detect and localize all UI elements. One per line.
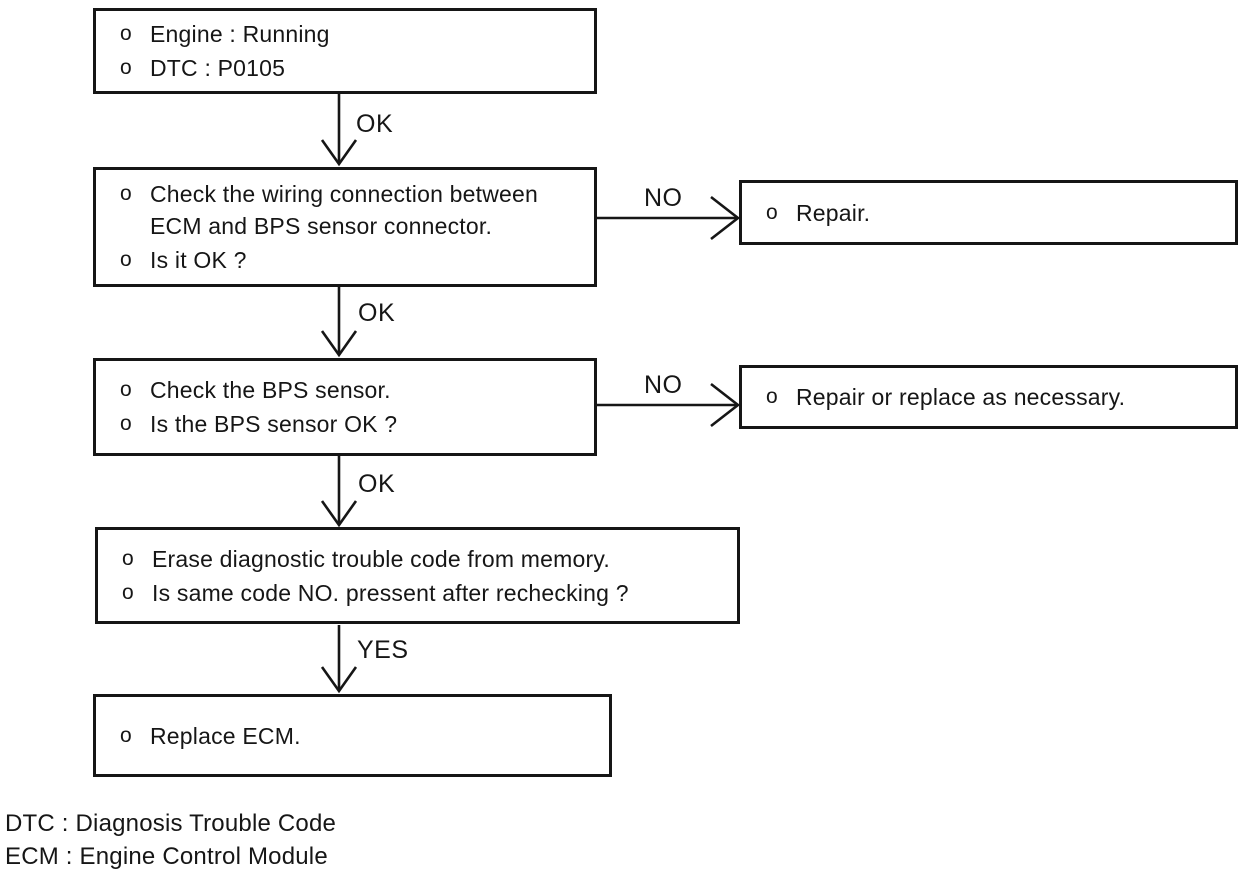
arrow-right-icon xyxy=(595,382,741,428)
bullet-marker: o xyxy=(120,412,132,435)
flow-text: Repair. xyxy=(796,199,871,226)
flow-box-repair-replace: o Repair or replace as necessary. xyxy=(739,365,1238,429)
legend: DTC : Diagnosis Trouble Code ECM : Engin… xyxy=(5,807,336,873)
flow-box-erase-code: o Erase diagnostic trouble code from mem… xyxy=(95,527,740,624)
list-item: o Check the BPS sensor. xyxy=(120,374,586,406)
arrow-down-icon xyxy=(320,94,358,167)
arrow-down-icon xyxy=(320,456,358,528)
list-item: o Check the wiring connection between EC… xyxy=(120,178,586,242)
edge-label-yes: YES xyxy=(357,636,409,664)
flow-text-line: Check the wiring connection between xyxy=(150,181,539,207)
list-item: o Erase diagnostic trouble code from mem… xyxy=(122,543,729,575)
bullet-marker: o xyxy=(120,182,132,205)
arrow-down-icon xyxy=(320,287,358,358)
list-item: o Replace ECM. xyxy=(120,720,601,752)
bullet-marker: o xyxy=(122,580,134,604)
edge-label-ok-1: OK xyxy=(356,110,394,138)
edge-label-no-2: NO xyxy=(644,371,683,399)
arrow-right-icon xyxy=(595,195,741,241)
flow-text: Repair or replace as necessary. xyxy=(796,384,1126,410)
flow-text: Erase diagnostic trouble code from memor… xyxy=(152,545,610,572)
list-item: o Is the BPS sensor OK ? xyxy=(120,408,586,440)
flow-box-check-bps: o Check the BPS sensor. o Is the BPS sen… xyxy=(93,358,597,456)
flow-text: Check the wiring connection between ECM … xyxy=(150,178,538,242)
arrow-down-icon xyxy=(320,625,358,694)
list-item: o DTC : P0105 xyxy=(120,52,586,84)
bullet-marker: o xyxy=(120,22,132,45)
flow-text: Check the BPS sensor. xyxy=(150,377,391,403)
flow-text: Replace ECM. xyxy=(150,722,301,749)
flow-box-repair: o Repair. xyxy=(739,180,1238,245)
flow-text: Is the BPS sensor OK ? xyxy=(150,411,398,437)
flow-text: Engine : Running xyxy=(150,21,330,47)
flow-text: Is it OK ? xyxy=(150,247,247,273)
legend-line-ecm: ECM : Engine Control Module xyxy=(5,843,328,870)
list-item: o Engine : Running xyxy=(120,18,586,50)
list-item: o Is same code NO. pressent after rechec… xyxy=(122,577,729,609)
flow-text-line: ECM and BPS sensor connector. xyxy=(150,213,493,239)
flow-box-replace-ecm: o Replace ECM. xyxy=(93,694,612,777)
bullet-marker: o xyxy=(120,248,132,271)
bullet-marker: o xyxy=(120,56,132,79)
flow-text: Is same code NO. pressent after rechecki… xyxy=(152,579,629,606)
bullet-marker: o xyxy=(766,200,778,224)
bullet-marker: o xyxy=(766,385,778,408)
bullet-marker: o xyxy=(122,546,134,570)
edge-label-ok-3: OK xyxy=(358,470,396,498)
edge-label-no-1: NO xyxy=(644,184,683,212)
edge-label-ok-2: OK xyxy=(358,299,396,327)
legend-line-dtc: DTC : Diagnosis Trouble Code xyxy=(5,810,337,837)
list-item: o Repair. xyxy=(766,197,1227,229)
flow-text: DTC : P0105 xyxy=(150,55,286,81)
bullet-marker: o xyxy=(120,723,132,747)
list-item: o Is it OK ? xyxy=(120,244,586,276)
bullet-marker: o xyxy=(120,378,132,401)
flow-box-check-wiring: o Check the wiring connection between EC… xyxy=(93,167,597,287)
flow-box-start: o Engine : Running o DTC : P0105 xyxy=(93,8,597,94)
list-item: o Repair or replace as necessary. xyxy=(766,381,1227,413)
